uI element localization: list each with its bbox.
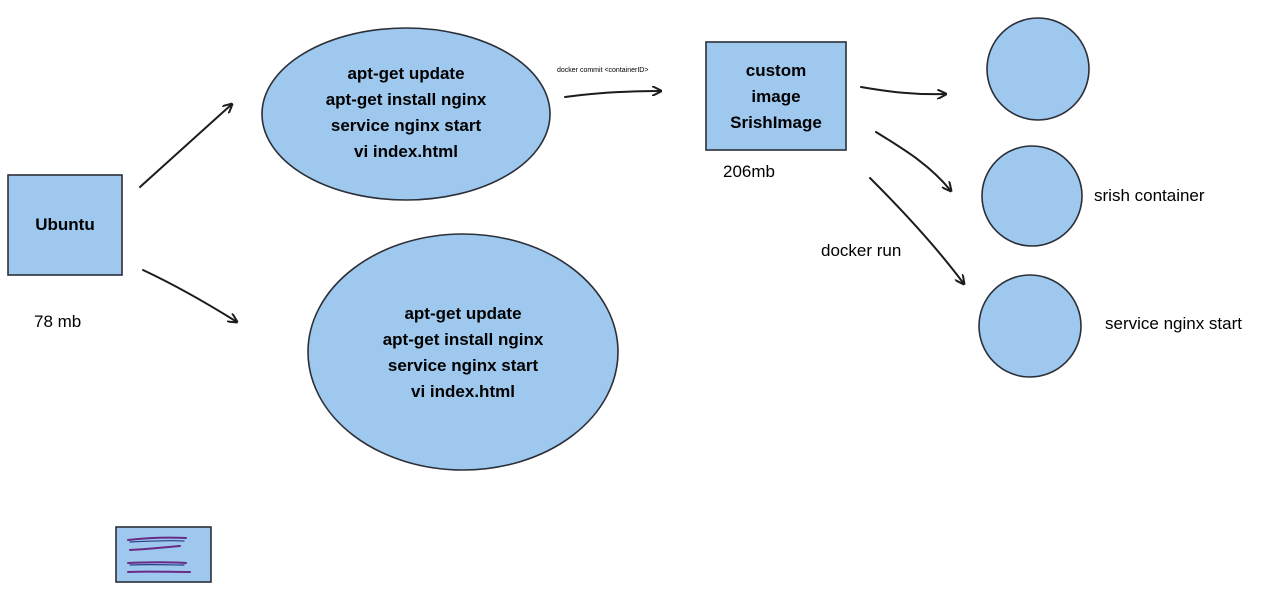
ellipse-bottom-line-1: apt-get update bbox=[404, 304, 522, 323]
docker-run-label: docker run bbox=[821, 241, 902, 260]
custom-image-size: 206mb bbox=[723, 162, 775, 181]
ellipse-bottom-line-2: apt-get install nginx bbox=[382, 330, 544, 349]
ellipse-top-line-3: service nginx start bbox=[330, 116, 482, 135]
ubuntu-box bbox=[7, 174, 123, 276]
ellipse-top-line-4: vi index.html bbox=[354, 142, 458, 161]
arrow-ubuntu-to-top bbox=[139, 104, 232, 188]
ellipse-bottom-text: apt-get update apt-get install nginx ser… bbox=[308, 301, 618, 405]
ellipse-top-line-1: apt-get update bbox=[347, 64, 465, 83]
commit-label: docker commit <containerID> bbox=[557, 67, 649, 74]
container-circle-3 bbox=[978, 274, 1082, 378]
ubuntu-size: 78 mb bbox=[34, 312, 82, 331]
ellipse-bottom-line-3: service nginx start bbox=[387, 356, 539, 375]
container-circle-1 bbox=[986, 17, 1090, 121]
arrow-to-container-2 bbox=[875, 131, 951, 191]
ellipse-top bbox=[261, 27, 551, 201]
arrow-to-container-3 bbox=[869, 177, 964, 284]
custom-image-line-1: custom bbox=[745, 61, 807, 80]
ellipse-bottom bbox=[307, 233, 619, 471]
custom-image-box bbox=[705, 41, 847, 151]
arrow-to-container-1 bbox=[860, 86, 946, 94]
ellipse-bottom-line-4: vi index.html bbox=[411, 382, 515, 401]
custom-image-line-3: SrishImage bbox=[730, 113, 822, 132]
ubuntu-label: Ubuntu bbox=[35, 215, 95, 234]
arrow-commit bbox=[564, 91, 661, 98]
custom-image-line-2: image bbox=[751, 87, 801, 106]
custom-image-text: custom image SrishImage bbox=[706, 58, 846, 136]
container-label-2: srish container bbox=[1094, 186, 1205, 205]
scribble-lines bbox=[127, 536, 191, 573]
note-box bbox=[115, 526, 212, 583]
container-circle-2 bbox=[981, 145, 1083, 247]
container-label-3: service nginx start bbox=[1105, 314, 1242, 333]
ellipse-top-line-2: apt-get install nginx bbox=[325, 90, 487, 109]
arrow-ubuntu-to-bottom bbox=[142, 269, 237, 322]
ellipse-top-text: apt-get update apt-get install nginx ser… bbox=[262, 61, 550, 165]
